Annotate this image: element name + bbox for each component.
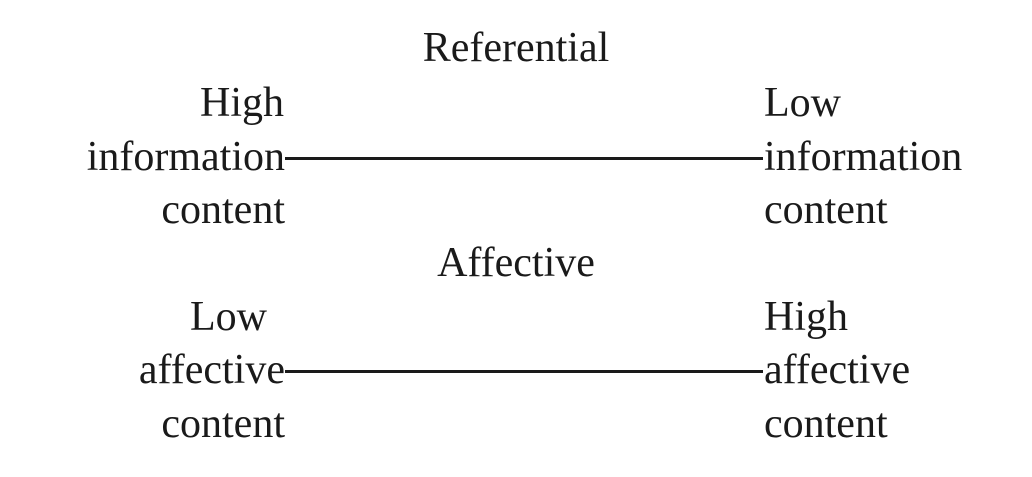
affective-left-line3: content	[161, 401, 285, 447]
referential-left-line1: High	[200, 80, 284, 126]
referential-right-line2: information	[764, 134, 963, 180]
referential-left-line3: content	[161, 187, 285, 233]
affective-left-line1: Low	[190, 294, 267, 340]
referential-right-line1: Low	[764, 80, 841, 126]
referential-right-line3: content	[764, 187, 888, 233]
affective-continuum-line	[285, 370, 763, 373]
affective-right-line3: content	[764, 401, 888, 447]
affective-title: Affective	[437, 240, 595, 286]
referential-title: Referential	[422, 25, 610, 71]
referential-left-line2: information	[86, 134, 285, 180]
affective-right-line1: High	[764, 294, 848, 340]
referential-continuum-line	[285, 157, 763, 160]
affective-right-line2: affective	[764, 347, 911, 393]
affective-left-line2: affective	[138, 347, 285, 393]
